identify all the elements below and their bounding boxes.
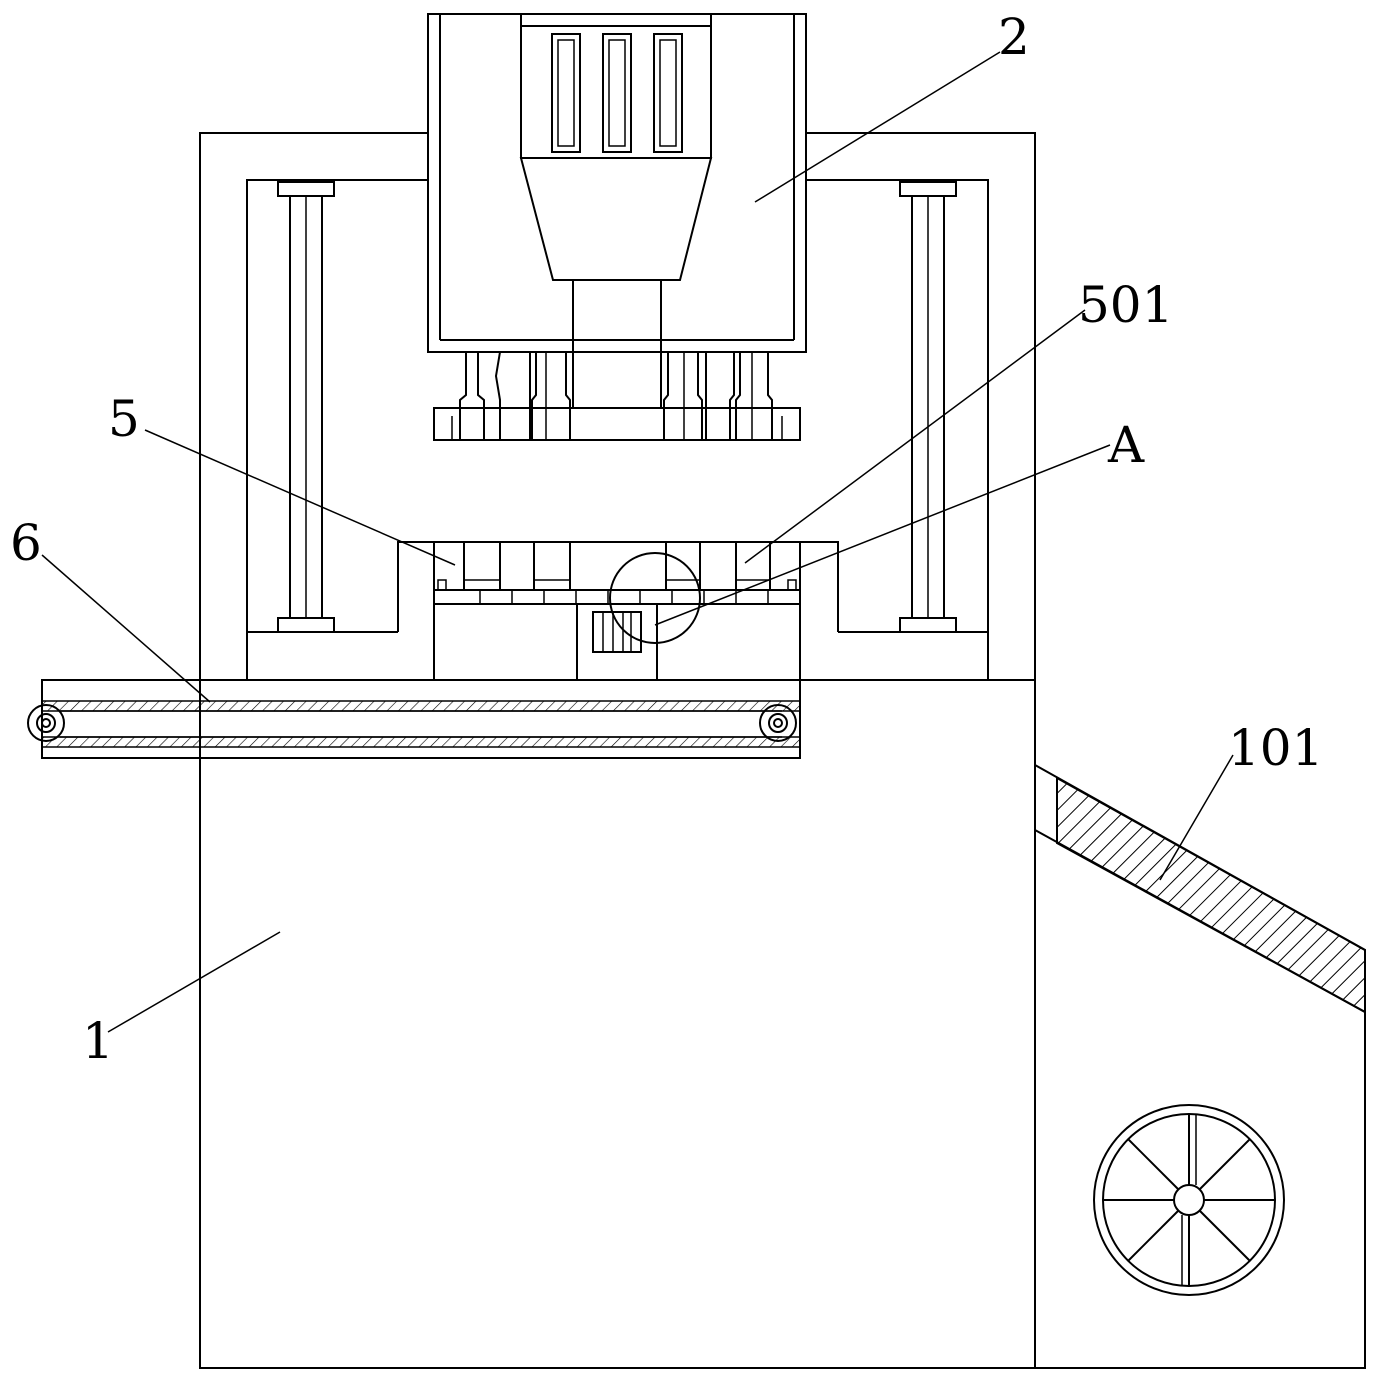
label-101: 101 [1228,719,1323,777]
guide-column-left [278,182,334,632]
discharge-chute [1057,778,1365,1012]
label-501: 501 [1078,276,1173,334]
hopper-assembly [428,14,806,440]
label-6: 6 [10,514,42,572]
guide-column-right [900,182,956,632]
conveyor-belt [28,680,800,758]
fan [1094,1105,1284,1295]
detail-circle-a [610,553,700,643]
punch-pins [452,352,782,440]
label-a: A [1107,416,1145,474]
label-2: 2 [998,8,1030,66]
label-1: 1 [82,1012,114,1070]
machine-base [200,680,1035,1368]
motor [593,612,641,652]
label-5: 5 [108,390,140,448]
